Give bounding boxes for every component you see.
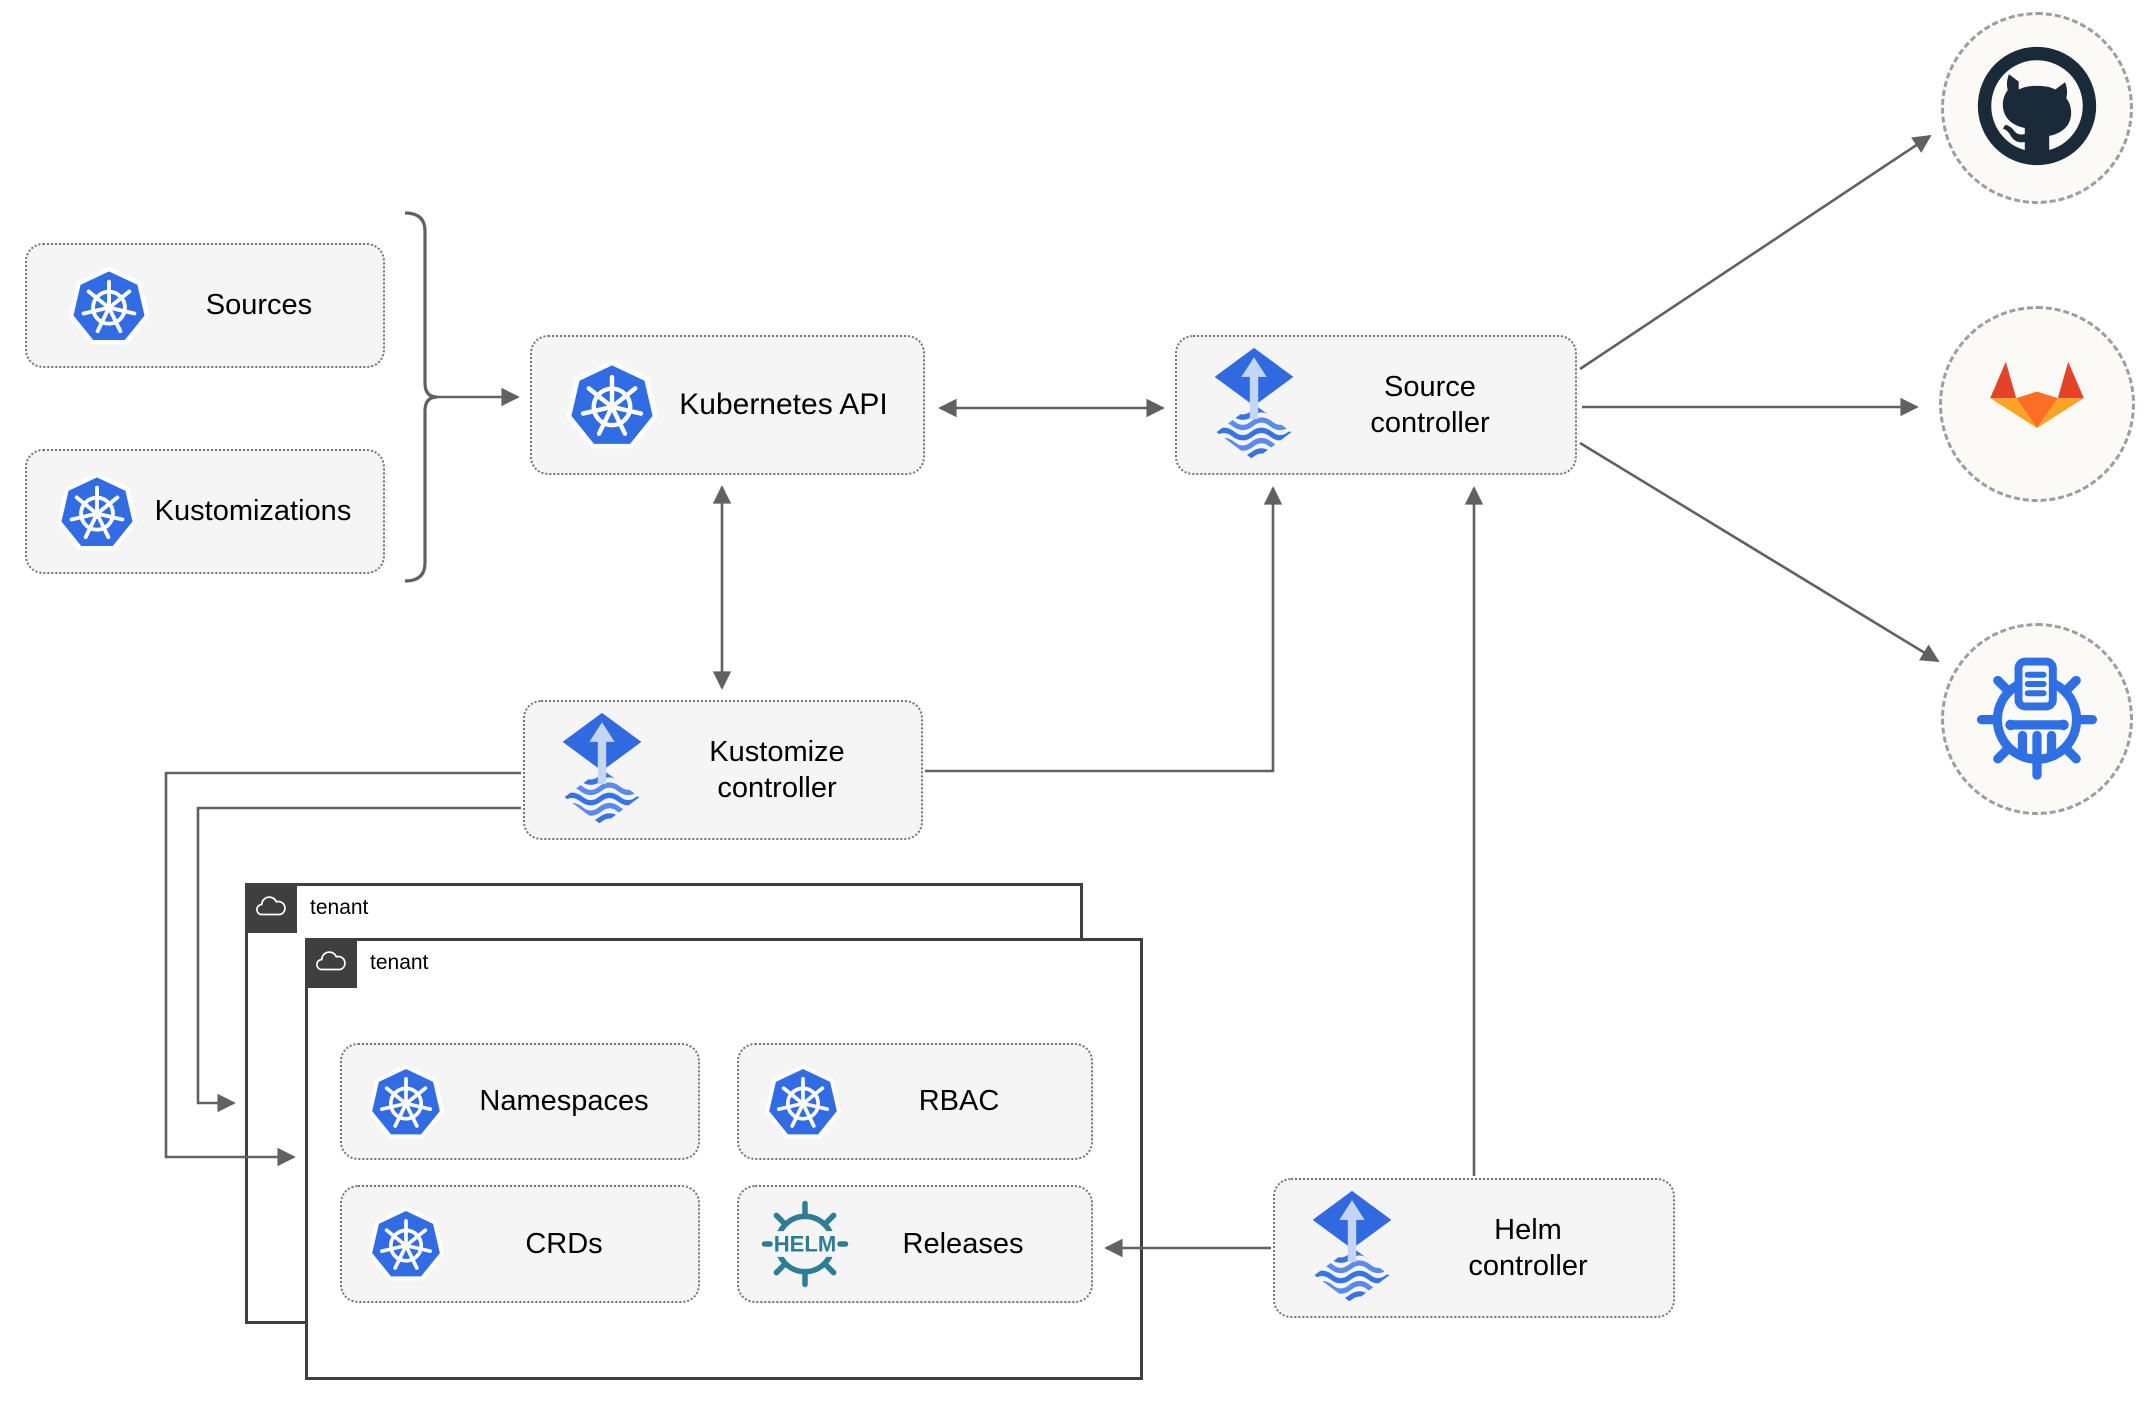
- source-controller-line2: controller: [1370, 407, 1490, 439]
- kustomize-controller-label: Kustomize controller: [649, 734, 921, 807]
- arrow-kustomize-to-source: [925, 486, 1283, 773]
- tenant-outer-label: tenant: [310, 896, 369, 919]
- tenant-outer-tab: [245, 883, 297, 933]
- helm-controller-line1: Helm: [1494, 1213, 1562, 1246]
- helm-controller-label: Helm controller: [1399, 1212, 1673, 1285]
- kubernetes-icon: [366, 1204, 446, 1284]
- kustomize-controller-line1: Kustomize: [709, 735, 845, 768]
- kubernetes-icon: [366, 1062, 446, 1142]
- chartmuseum-icon: [1971, 651, 2103, 788]
- kustomizations-node: Kustomizations: [25, 449, 385, 574]
- namespaces-label: Namespaces: [479, 1085, 649, 1118]
- chartmuseum-circle: [1941, 623, 2133, 815]
- source-controller-node: Source controller: [1175, 335, 1577, 475]
- brace-group-connector: [404, 211, 438, 583]
- kustomize-controller-line2: controller: [717, 772, 837, 804]
- kubernetes-icon: [763, 1062, 843, 1142]
- kustomize-controller-node: Kustomize controller: [523, 700, 923, 840]
- gitlab-circle: [1939, 306, 2135, 502]
- kubernetes-api-label: Kubernetes API: [679, 388, 888, 422]
- github-icon: [1976, 45, 2098, 172]
- source-controller-line1: Source: [1384, 370, 1476, 403]
- arrow-source-to-github: [1579, 134, 1932, 371]
- helm-controller-node: Helm controller: [1273, 1178, 1675, 1318]
- source-controller-label: Source controller: [1301, 369, 1575, 442]
- kustomizations-label: Kustomizations: [154, 495, 352, 528]
- kubernetes-icon: [67, 264, 151, 348]
- kubernetes-api-node: Kubernetes API: [530, 335, 925, 475]
- sources-label: Sources: [205, 289, 313, 322]
- helm-logo-text: HELM: [774, 1231, 837, 1256]
- rbac-node: RBAC: [737, 1043, 1093, 1160]
- arrow-source-to-chartmuseum: [1579, 441, 1940, 663]
- namespaces-node: Namespaces: [340, 1043, 700, 1160]
- releases-node: HELM Releases: [737, 1185, 1093, 1303]
- sources-node: Sources: [25, 243, 385, 368]
- tenant-inner-tab: [305, 938, 357, 988]
- flux-icon: [555, 711, 649, 829]
- flux-icon: [1207, 346, 1301, 464]
- flux-icon: [1305, 1189, 1399, 1307]
- cloud-icon: [253, 892, 289, 924]
- gitlab-icon: [1972, 337, 2102, 472]
- crds-label: CRDs: [525, 1227, 603, 1260]
- kubernetes-icon: [55, 470, 139, 554]
- cloud-icon: [313, 947, 349, 979]
- rbac-label: RBAC: [918, 1085, 1000, 1118]
- helm-icon: HELM: [759, 1198, 851, 1290]
- github-circle: [1941, 12, 2133, 204]
- tenant-inner-label: tenant: [370, 951, 429, 974]
- crds-node: CRDs: [340, 1185, 700, 1303]
- kubernetes-icon: [564, 357, 660, 453]
- releases-label: Releases: [902, 1227, 1024, 1260]
- helm-controller-line2: controller: [1468, 1250, 1588, 1282]
